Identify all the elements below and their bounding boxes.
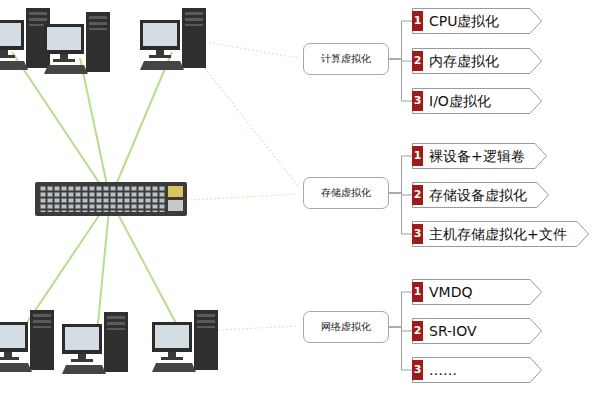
bracket-connector <box>389 21 412 59</box>
item-label: SR-IOV <box>429 318 477 344</box>
item-tag: VMDQ 1 <box>412 279 542 305</box>
item-tag: I/O虚拟化 3 <box>412 88 542 114</box>
item-tag: CPU虚拟化 1 <box>412 8 542 34</box>
item-tag: …… 3 <box>412 357 542 383</box>
item-tag: 主机存储虚拟化+文件 3 <box>412 221 589 247</box>
item-label: 裸设备+逻辑卷 <box>429 143 525 169</box>
bracket-connector <box>389 156 412 193</box>
callout-number: 2 <box>412 51 423 71</box>
callout-number: 3 <box>412 360 423 380</box>
category-box: 存储虚拟化 <box>303 177 389 209</box>
category-box: 网络虚拟化 <box>303 311 389 343</box>
callout-number: 1 <box>412 11 423 31</box>
item-label: 主机存储虚拟化+文件 <box>429 221 567 247</box>
bracket-connector <box>389 327 412 370</box>
network-cables <box>12 52 186 344</box>
category-label: 网络虚拟化 <box>321 320 371 334</box>
item-label: …… <box>429 357 457 383</box>
category-box: 计算虚拟化 <box>303 43 389 75</box>
item-label: CPU虚拟化 <box>429 8 499 34</box>
bracket-connector <box>389 193 412 234</box>
callout-number: 2 <box>412 185 423 205</box>
item-tag: SR-IOV 2 <box>412 318 542 344</box>
bracket-connector <box>389 327 412 331</box>
category-label: 存储虚拟化 <box>321 186 371 200</box>
callout-number: 3 <box>412 91 423 111</box>
computers <box>0 8 218 374</box>
callout-number: 1 <box>412 146 423 166</box>
item-label: VMDQ <box>429 279 472 305</box>
category-label: 计算虚拟化 <box>321 52 371 66</box>
callout-number: 2 <box>412 321 423 341</box>
callout-number: 3 <box>412 224 423 244</box>
item-tag: 存储设备虚拟化 2 <box>412 182 549 208</box>
callout-number: 1 <box>412 282 423 302</box>
network-switch <box>35 182 187 216</box>
item-label: I/O虚拟化 <box>429 88 491 114</box>
item-tag: 内存虚拟化 2 <box>412 48 542 74</box>
item-label: 内存虚拟化 <box>429 48 499 74</box>
bracket-connector <box>389 292 412 327</box>
dotted-leaders <box>190 42 298 330</box>
bracket-connector <box>389 59 412 101</box>
item-label: 存储设备虚拟化 <box>429 182 527 208</box>
item-tag: 裸设备+逻辑卷 1 <box>412 143 547 169</box>
